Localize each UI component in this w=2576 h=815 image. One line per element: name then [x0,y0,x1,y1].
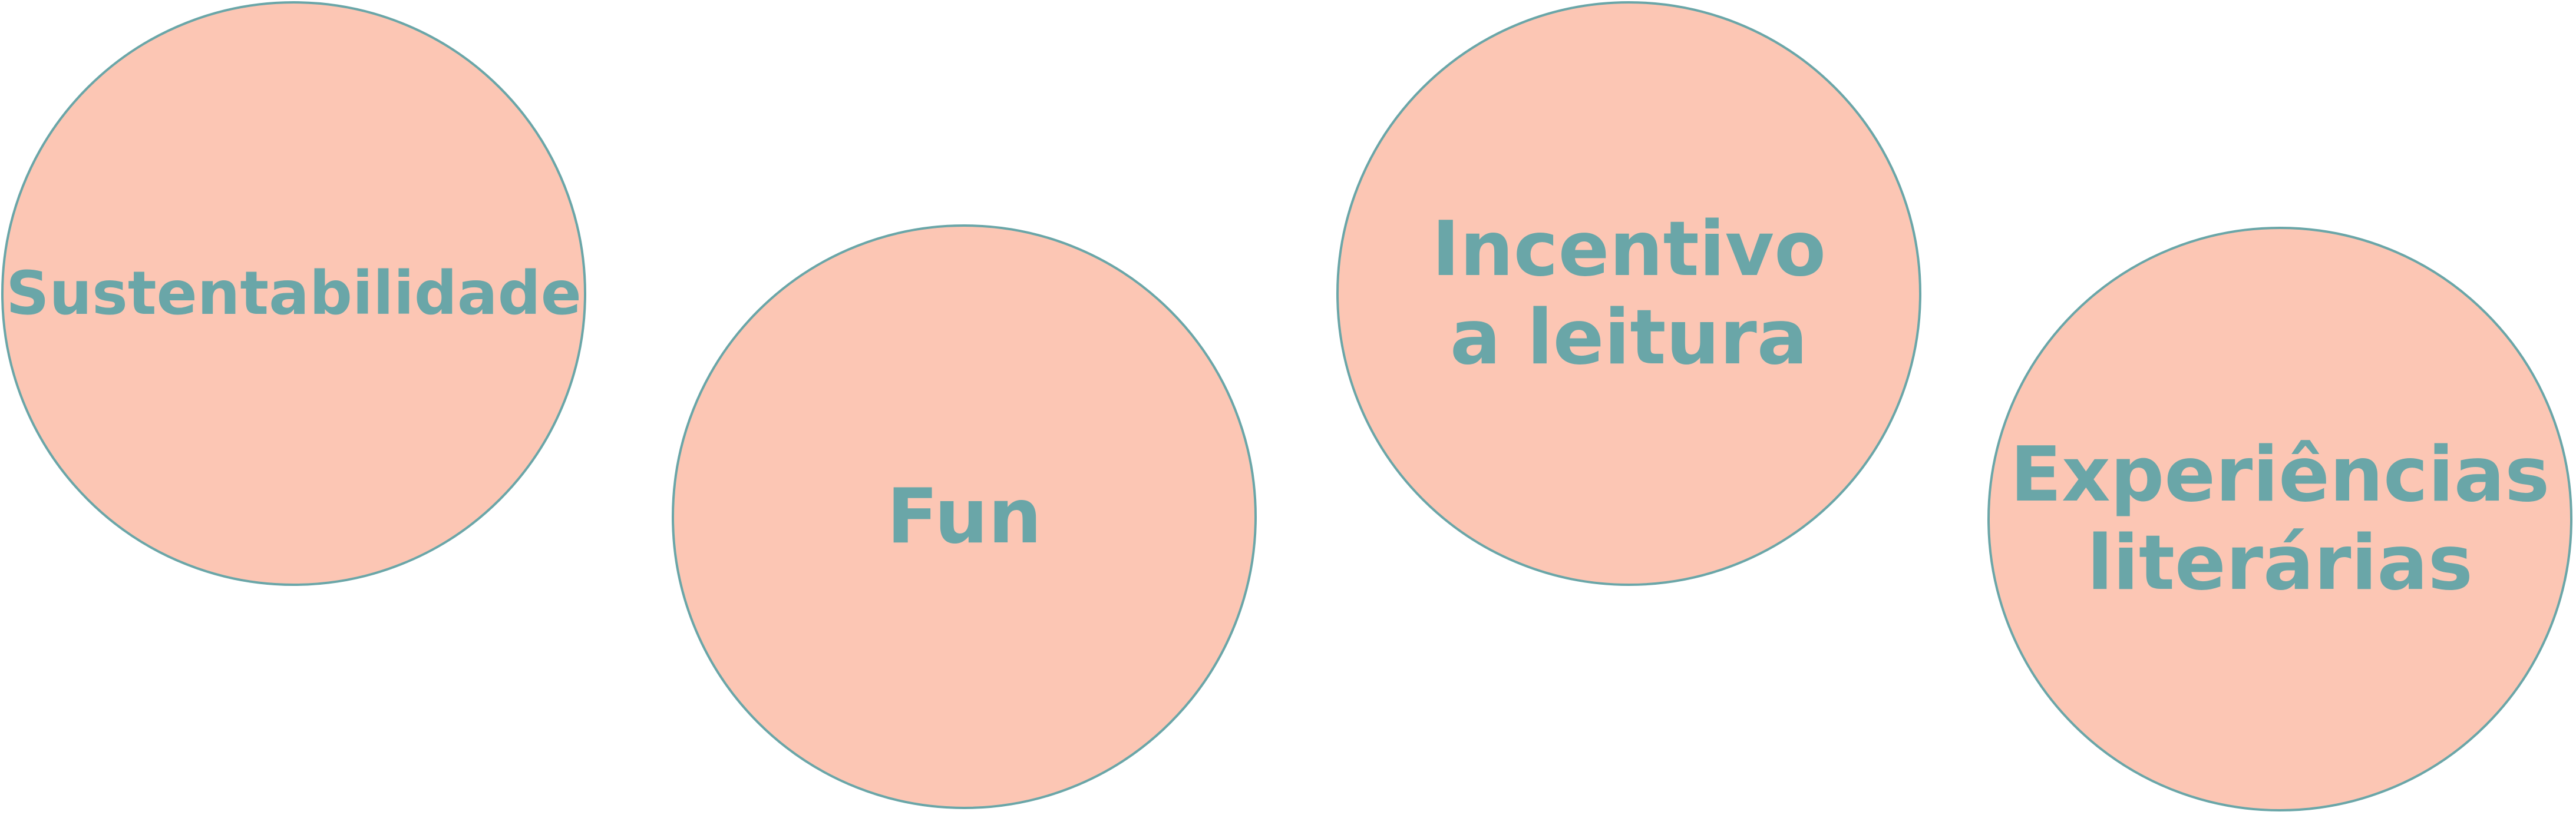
circle-label: Sustentabilidade [6,250,582,338]
circle-label-line: Sustentabilidade [6,258,582,329]
circle-label: Incentivo a leitura [1432,206,1826,382]
circle-experiencias-literarias: Experiências literárias [1987,227,2572,811]
circle-label-line: literárias [2087,519,2473,607]
circle-fun: Fun [672,224,1257,809]
circle-label: Experiências literárias [2010,431,2550,608]
circle-sustentabilidade: Sustentabilidade [1,1,586,586]
circle-incentivo-a-leitura: Incentivo a leitura [1336,1,1921,586]
circle-label-line: Incentivo [1432,205,1826,293]
circle-label-line: a leitura [1449,293,1808,382]
circle-label: Fun [887,473,1042,561]
circle-label-line: Fun [886,472,1042,561]
circle-label-line: Experiências [2010,430,2550,519]
